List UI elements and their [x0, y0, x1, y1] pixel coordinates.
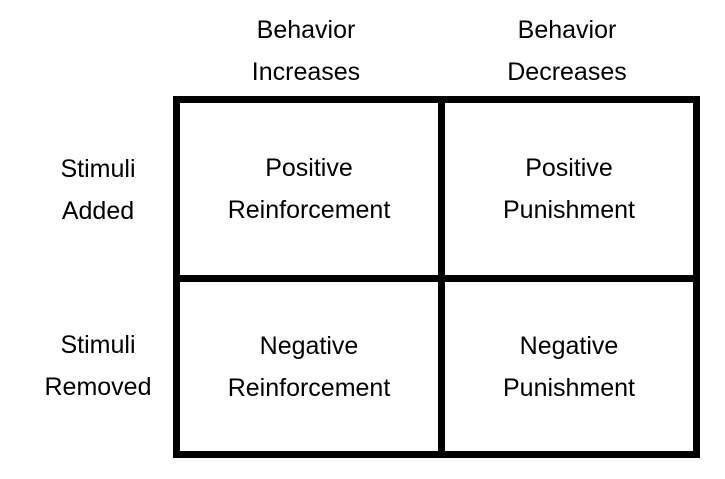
row-header-line2: Removed	[44, 373, 152, 401]
column-header-line1: Behavior	[256, 16, 356, 44]
cell-line1: Positive	[525, 154, 613, 182]
cell-line2: Reinforcement	[227, 373, 391, 402]
row-header-stimuli-added: Stimuli Added	[20, 147, 176, 233]
column-header-line1: Behavior	[517, 16, 617, 44]
cell-negative-punishment: Negative Punishment	[445, 282, 693, 451]
cell-line2: Punishment	[502, 373, 636, 402]
cell-line2: Reinforcement	[227, 196, 391, 224]
column-header-line2: Decreases	[507, 58, 627, 86]
row-header-line2: Added	[61, 197, 135, 225]
cell-line2: Punishment	[502, 196, 636, 224]
column-header-behavior-decreases: Behavior Decreases	[437, 8, 697, 94]
horizontal-divider	[180, 275, 693, 282]
row-header-line1: Stimuli	[60, 155, 136, 183]
cell-positive-punishment: Positive Punishment	[445, 103, 693, 275]
column-header-line2: Increases	[251, 58, 361, 86]
row-header-line1: Stimuli	[60, 331, 136, 359]
cell-line1: Negative	[519, 331, 619, 360]
cell-line1: Negative	[259, 331, 359, 360]
quadrant-grid: Positive Reinforcement Positive Punishme…	[173, 96, 700, 458]
cell-line1: Positive	[265, 154, 353, 182]
cell-negative-reinforcement: Negative Reinforcement	[180, 282, 438, 451]
column-header-behavior-increases: Behavior Increases	[176, 8, 436, 94]
cell-positive-reinforcement: Positive Reinforcement	[180, 103, 438, 275]
row-header-stimuli-removed: Stimuli Removed	[20, 323, 176, 409]
